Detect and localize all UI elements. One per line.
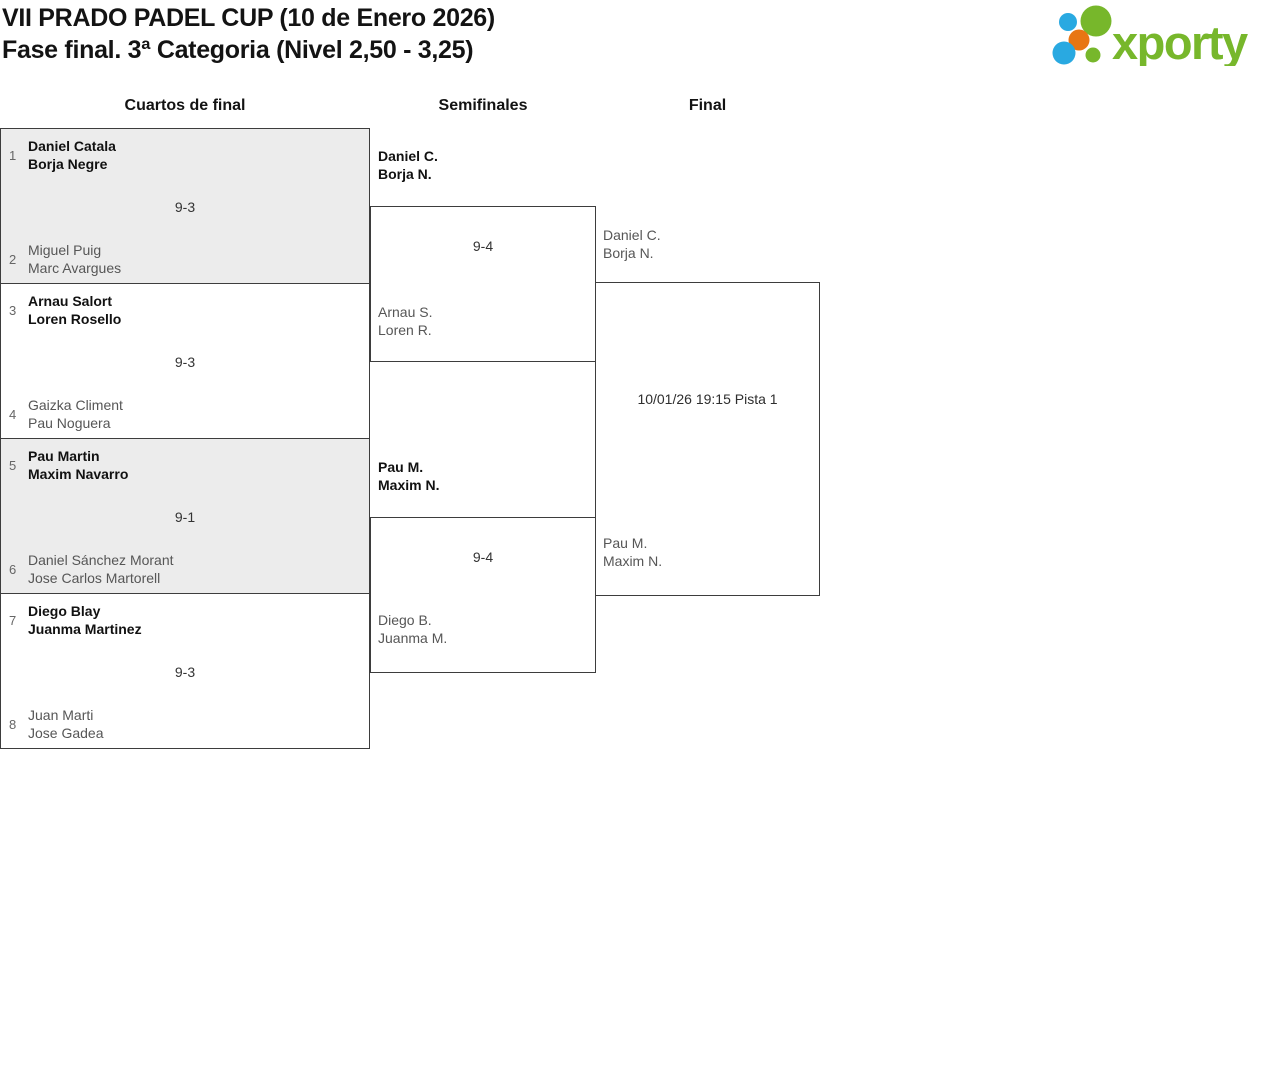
player-name: Juan Marti	[28, 707, 94, 723]
player-name: Maxim N.	[378, 477, 440, 493]
logo-dot-green-small-icon	[1085, 47, 1101, 63]
team-row: 8 Juan Marti Jose Gadea	[9, 706, 363, 742]
player-name: Gaizka Climent	[28, 397, 123, 413]
team-names: Juan Marti Jose Gadea	[28, 706, 104, 742]
logo-dot-blue-small-icon	[1059, 13, 1077, 31]
team-names: Daniel Sánchez Morant Jose Carlos Martor…	[28, 551, 174, 587]
team-row: 1 Daniel Catala Borja Negre	[9, 137, 363, 173]
qf-match-2[interactable]: 3 Arnau Salort Loren Rosello 9-3 4 Gaizk…	[0, 283, 370, 439]
logo-dot-orange-icon	[1068, 29, 1090, 51]
player-name: Loren R.	[378, 322, 432, 338]
player-name: Pau M.	[603, 535, 648, 551]
team-names: Arnau Salort Loren Rosello	[28, 292, 121, 328]
seed-number: 7	[9, 612, 17, 628]
player-name: Borja Negre	[28, 156, 108, 172]
player-name: Jose Gadea	[28, 725, 104, 741]
team-row: 2 Miguel Puig Marc Avargues	[9, 241, 363, 277]
team-row: 4 Gaizka Climent Pau Noguera	[9, 396, 363, 432]
player-name: Arnau S.	[378, 304, 433, 320]
player-name: Maxim Navarro	[28, 466, 129, 482]
player-name: Diego Blay	[28, 603, 101, 619]
seed-number: 1	[9, 147, 17, 163]
team-names: Diego Blay Juanma Martinez	[28, 602, 142, 638]
match-score: 9-4	[472, 238, 494, 254]
player-name: Borja N.	[603, 245, 654, 261]
tournament-title: VII PRADO PADEL CUP (10 de Enero 2026)	[2, 4, 495, 32]
seed-number: 8	[9, 716, 17, 732]
player-name: Loren Rosello	[28, 311, 122, 327]
logo-dot-blue-large-icon	[1052, 41, 1076, 65]
tournament-subtitle: Fase final. 3ª Categoria (Nivel 2,50 - 3…	[2, 36, 474, 64]
seed-number: 4	[9, 406, 17, 422]
final-team-bottom-label: Pau M. Maxim N.	[603, 534, 662, 570]
sf1-team-top-label: Daniel C. Borja N.	[378, 147, 438, 183]
team-names: Daniel Catala Borja Negre	[28, 137, 116, 173]
player-name: Borja N.	[378, 166, 432, 182]
match-score: 9-4	[472, 549, 494, 565]
team-row: 5 Pau Martin Maxim Navarro	[9, 447, 363, 483]
player-name: Juanma Martinez	[28, 621, 142, 637]
round-header-semifinals: Semifinales	[438, 97, 528, 114]
logo-wordmark: xporty	[1112, 16, 1248, 66]
seed-number: 2	[9, 251, 17, 267]
qf-match-4[interactable]: 7 Diego Blay Juanma Martinez 9-3 8 Juan …	[0, 593, 370, 749]
player-name: Daniel Catala	[28, 138, 116, 154]
player-name: Juanma M.	[378, 630, 448, 646]
player-name: Daniel Sánchez Morant	[28, 552, 174, 568]
match-score: 9-3	[174, 664, 196, 680]
player-name: Arnau Salort	[28, 293, 113, 309]
sf-match-2[interactable]: 9-4	[370, 517, 596, 673]
seed-number: 3	[9, 302, 17, 318]
player-name: Pau Martin	[28, 448, 100, 464]
player-name: Pau Noguera	[28, 415, 111, 431]
team-row: 7 Diego Blay Juanma Martinez	[9, 602, 363, 638]
team-names: Pau Martin Maxim Navarro	[28, 447, 128, 483]
team-names: Gaizka Climent Pau Noguera	[28, 396, 123, 432]
team-names: Miguel Puig Marc Avargues	[28, 241, 121, 277]
player-name: Maxim N.	[603, 553, 663, 569]
round-header-quarterfinals: Cuartos de final	[124, 97, 246, 114]
player-name: Jose Carlos Martorell	[28, 570, 161, 586]
seed-number: 5	[9, 457, 17, 473]
match-score: 9-3	[174, 354, 196, 370]
logo-dot-green-large-icon	[1080, 5, 1112, 37]
player-name: Daniel C.	[603, 227, 661, 243]
final-schedule: 10/01/26 19:15 Pista 1	[637, 391, 778, 407]
qf-match-3[interactable]: 5 Pau Martin Maxim Navarro 9-1 6 Daniel …	[0, 438, 370, 594]
xporty-logo[interactable]: xporty	[1048, 2, 1272, 66]
player-name: Marc Avargues	[28, 260, 122, 276]
final-match[interactable]: 10/01/26 19:15 Pista 1	[595, 282, 820, 596]
seed-number: 6	[9, 561, 17, 577]
player-name: Daniel C.	[378, 148, 438, 164]
match-score: 9-3	[174, 199, 196, 215]
match-score: 9-1	[174, 509, 196, 525]
sf1-team-bottom-label: Arnau S. Loren R.	[378, 303, 432, 339]
player-name: Diego B.	[378, 612, 432, 628]
team-row: 3 Arnau Salort Loren Rosello	[9, 292, 363, 328]
round-header-final: Final	[688, 97, 727, 114]
sf2-team-bottom-label: Diego B. Juanma M.	[378, 611, 447, 647]
sf2-team-top-label: Pau M. Maxim N.	[378, 458, 439, 494]
qf-match-1[interactable]: 1 Daniel Catala Borja Negre 9-3 2 Miguel…	[0, 128, 370, 284]
player-name: Pau M.	[378, 459, 424, 475]
player-name: Miguel Puig	[28, 242, 102, 258]
final-team-top-label: Daniel C. Borja N.	[603, 226, 661, 262]
team-row: 6 Daniel Sánchez Morant Jose Carlos Mart…	[9, 551, 363, 587]
